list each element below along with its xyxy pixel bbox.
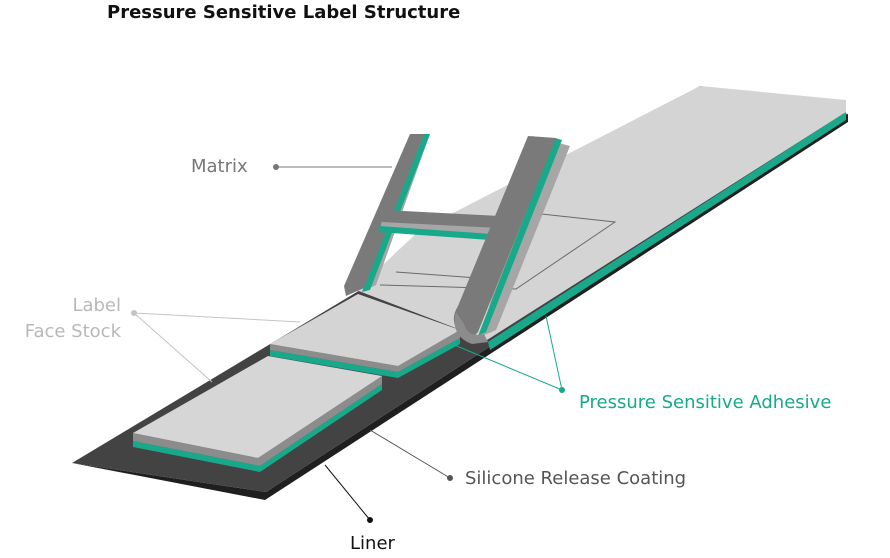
matrix xyxy=(344,134,570,344)
matrix-crossbar xyxy=(382,210,500,228)
face-stock-label: Label Face Stock xyxy=(0,293,121,345)
silicone-leader-dot xyxy=(447,475,453,481)
adhesive-label: Pressure Sensitive Adhesive xyxy=(579,392,832,413)
liner-leader-line xyxy=(324,464,371,521)
label-front-top xyxy=(133,356,382,458)
liner-leader-dot xyxy=(367,517,373,523)
face-stock-label-line1: Label xyxy=(72,295,121,316)
matrix-label: Matrix xyxy=(191,156,248,177)
label-middle-adhesive xyxy=(270,338,460,378)
liner-label: Liner xyxy=(350,533,395,554)
matrix-right-arm-adhesive xyxy=(478,138,562,336)
matrix-leader-dot xyxy=(273,164,279,170)
matrix-curl xyxy=(454,312,488,344)
silicone-leader-line xyxy=(369,429,451,479)
upper-strip-adhesive-edge xyxy=(488,112,846,350)
face-stock-label-line2: Face Stock xyxy=(24,321,121,342)
adhesive-leader-line-1 xyxy=(451,343,563,391)
matrix-right-arm xyxy=(453,136,556,339)
die-cut-label-outline xyxy=(379,209,617,290)
face-stock-leader-line-2 xyxy=(133,312,301,323)
silicone-label: Silicone Release Coating xyxy=(465,468,687,489)
face-stock-leader-dot xyxy=(131,310,137,316)
label-middle-top xyxy=(270,294,460,366)
face-stock-leader-line-1 xyxy=(133,312,213,383)
adhesive-leader-line-2 xyxy=(545,315,563,391)
label-front xyxy=(133,356,382,472)
matrix-crossbar-adhesive xyxy=(378,226,492,240)
label-middle-side xyxy=(270,330,460,372)
diagram-title: Pressure Sensitive Label Structure xyxy=(107,2,461,23)
callout-lines xyxy=(131,164,565,523)
adhesive-leader-dot xyxy=(559,387,565,393)
label-middle xyxy=(270,294,460,378)
